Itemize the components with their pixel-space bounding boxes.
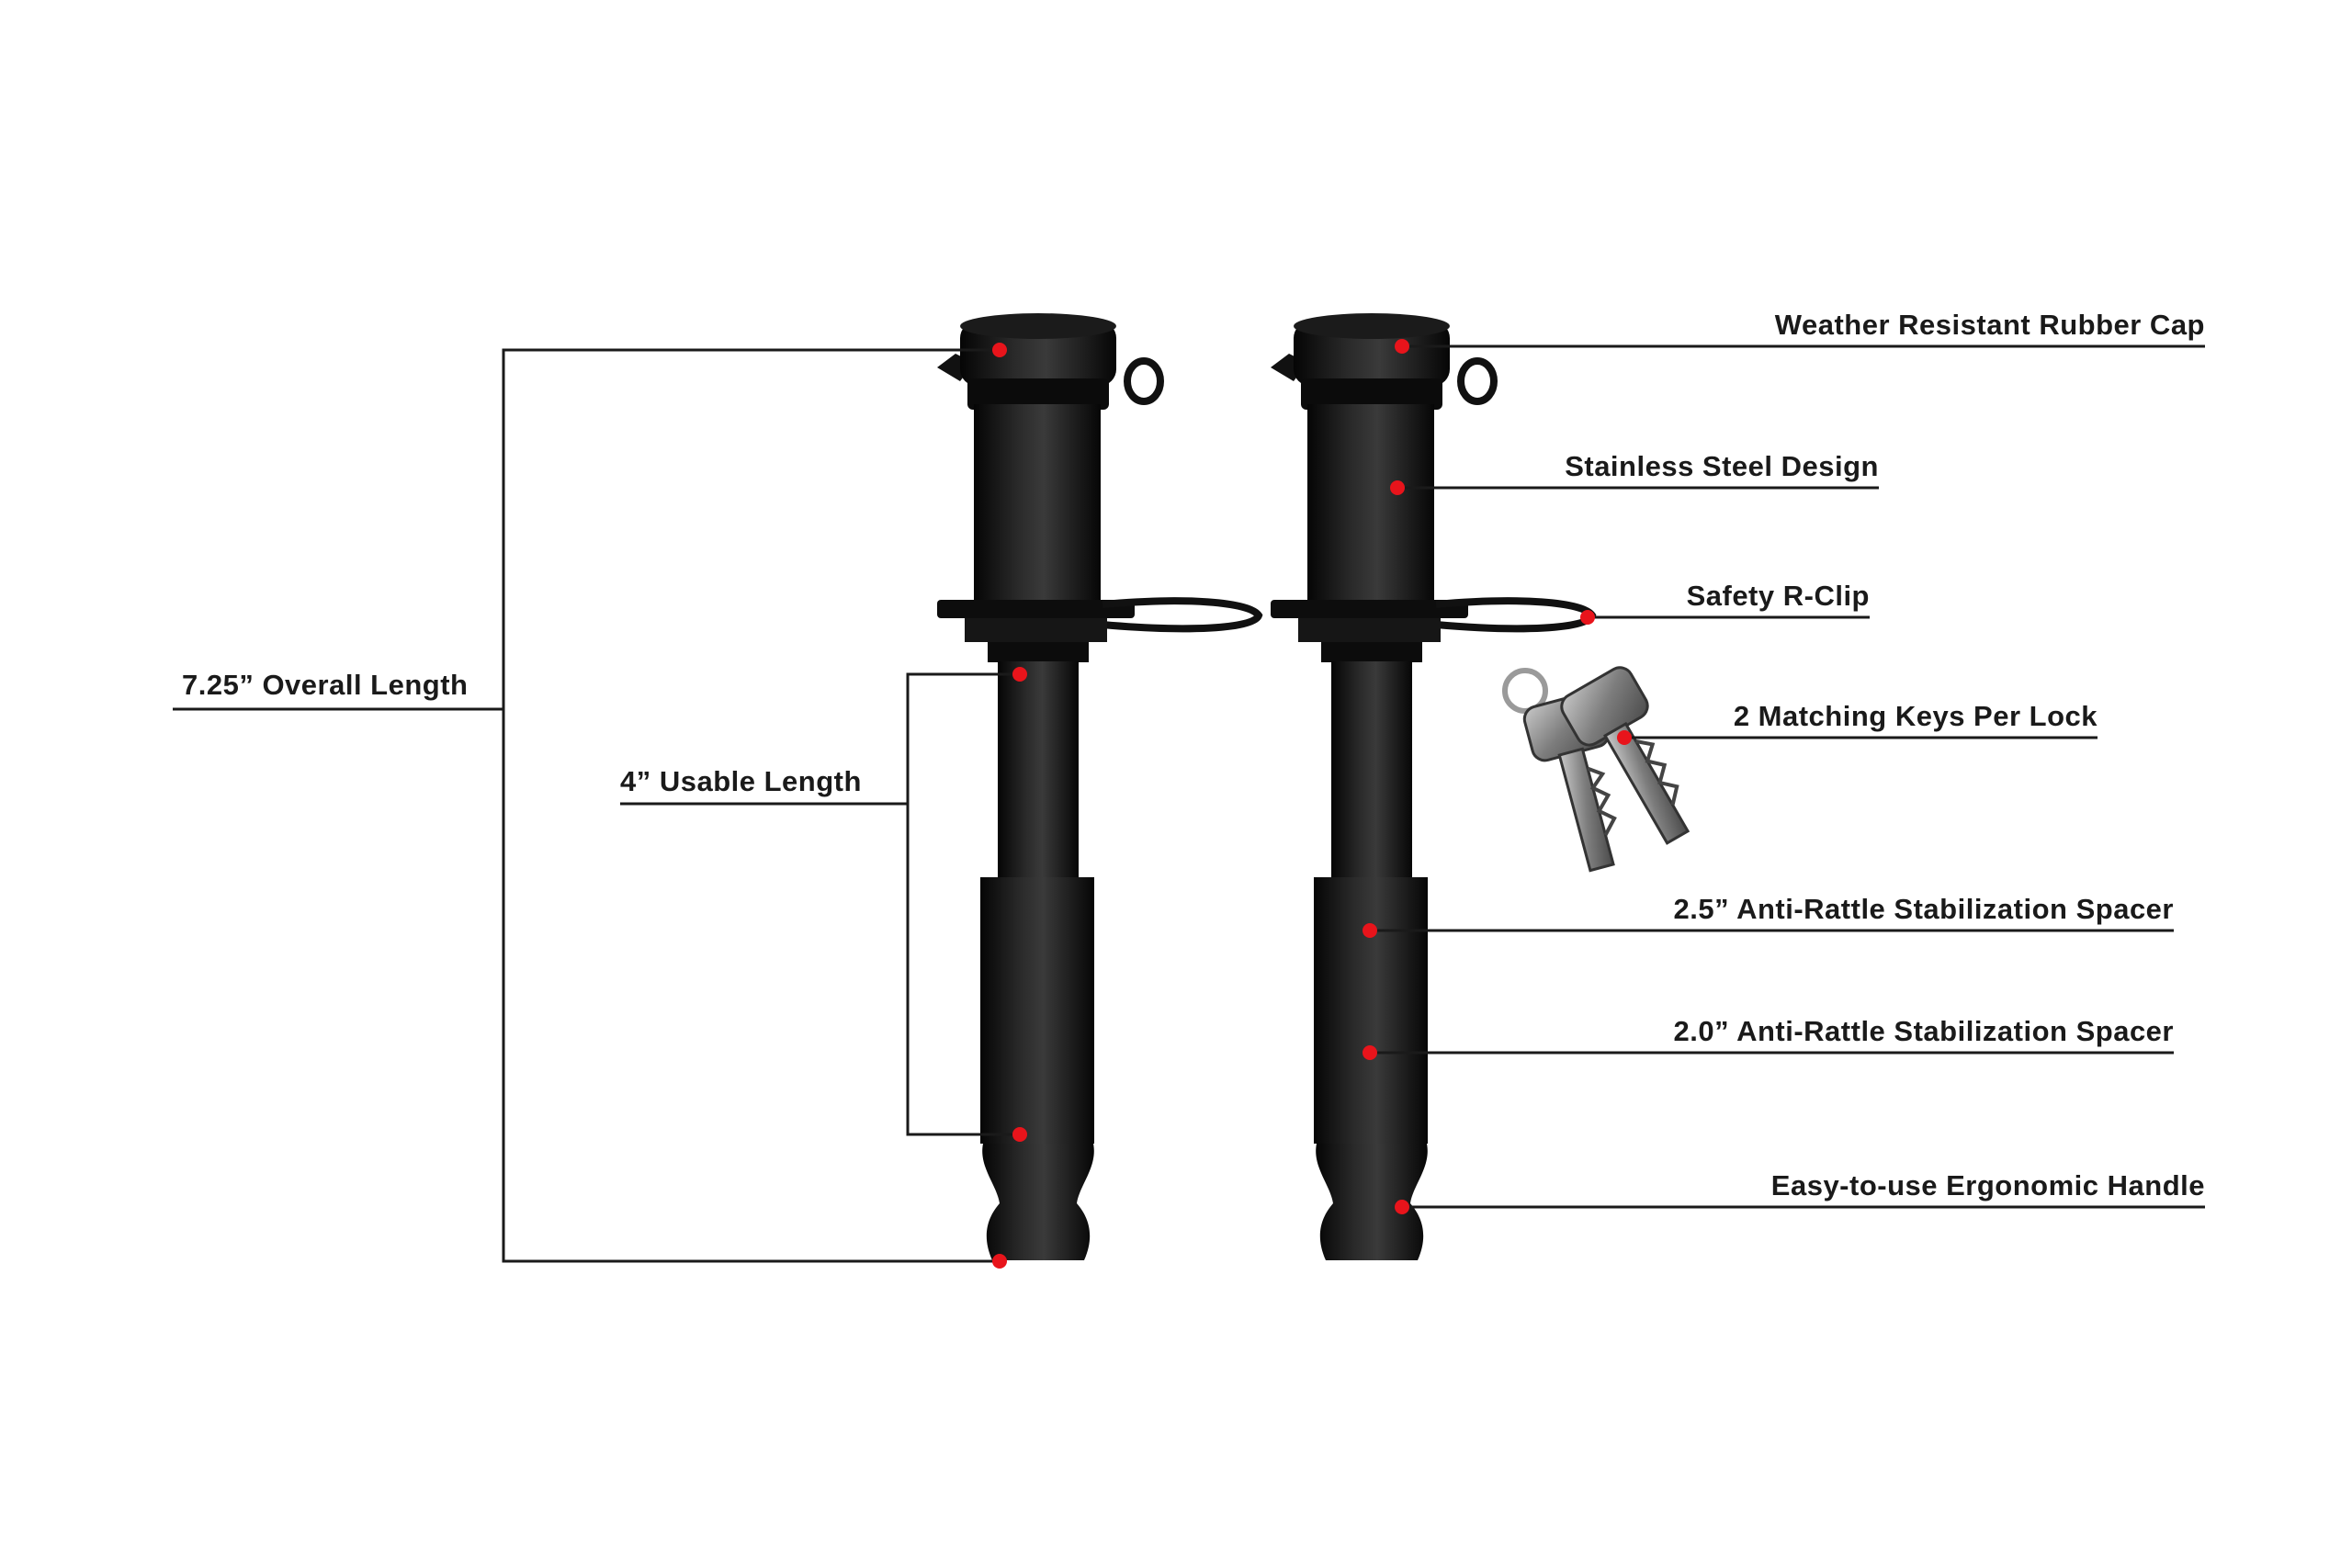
dot-usable-top xyxy=(1012,667,1027,682)
keys-illustration xyxy=(1502,666,1690,873)
dot-overall-top xyxy=(992,343,1007,357)
pin-shaft-left xyxy=(998,661,1079,880)
handle-left xyxy=(982,1144,1094,1260)
overall-length-label: 7.25” Overall Length xyxy=(182,669,469,701)
hitch-pin-left xyxy=(937,313,1263,1260)
spacer-2-0-right xyxy=(1314,978,1428,1144)
usable-length-bracket xyxy=(620,672,1023,1136)
r-clip-label: Safety R-Clip xyxy=(1686,580,1870,612)
r-clip-right xyxy=(1271,597,1597,662)
dot-r-clip xyxy=(1580,610,1595,625)
handle-right xyxy=(1316,1144,1428,1260)
dot-overall-bottom xyxy=(992,1254,1007,1269)
spacer-2-0-label: 2.0” Anti-Rattle Stabilization Spacer xyxy=(1673,1015,2174,1047)
keys-label: 2 Matching Keys Per Lock xyxy=(1733,700,2098,732)
stainless-steel-label: Stainless Steel Design xyxy=(1565,450,1879,482)
rubber-cap-left xyxy=(937,313,1164,410)
dot-usable-bottom xyxy=(1012,1127,1027,1142)
spacer-2-5-label: 2.5” Anti-Rattle Stabilization Spacer xyxy=(1673,893,2174,925)
hitch-pin-right xyxy=(1271,313,1597,1260)
lock-body-right xyxy=(1307,404,1434,606)
dot-keys xyxy=(1617,730,1632,745)
lock-body-left xyxy=(974,404,1101,606)
dot-stainless xyxy=(1390,480,1405,495)
r-clip-left xyxy=(937,597,1263,662)
spacer-2-5-left xyxy=(980,877,1094,978)
handle-label: Easy-to-use Ergonomic Handle xyxy=(1770,1169,2205,1201)
spacer-2-0-left xyxy=(980,978,1094,1144)
dot-handle xyxy=(1395,1200,1409,1214)
dot-rubber-cap xyxy=(1395,339,1409,354)
callout-dots xyxy=(992,339,1632,1269)
dot-spacer-20 xyxy=(1363,1045,1377,1060)
dot-spacer-25 xyxy=(1363,923,1377,938)
overall-length-bracket xyxy=(173,348,1004,1263)
rubber-cap-label: Weather Resistant Rubber Cap xyxy=(1774,309,2205,341)
callout-leaders xyxy=(1372,344,2205,1209)
rubber-cap-right xyxy=(1271,313,1498,410)
pin-shaft-right xyxy=(1331,661,1412,880)
usable-length-label: 4” Usable Length xyxy=(620,765,862,797)
